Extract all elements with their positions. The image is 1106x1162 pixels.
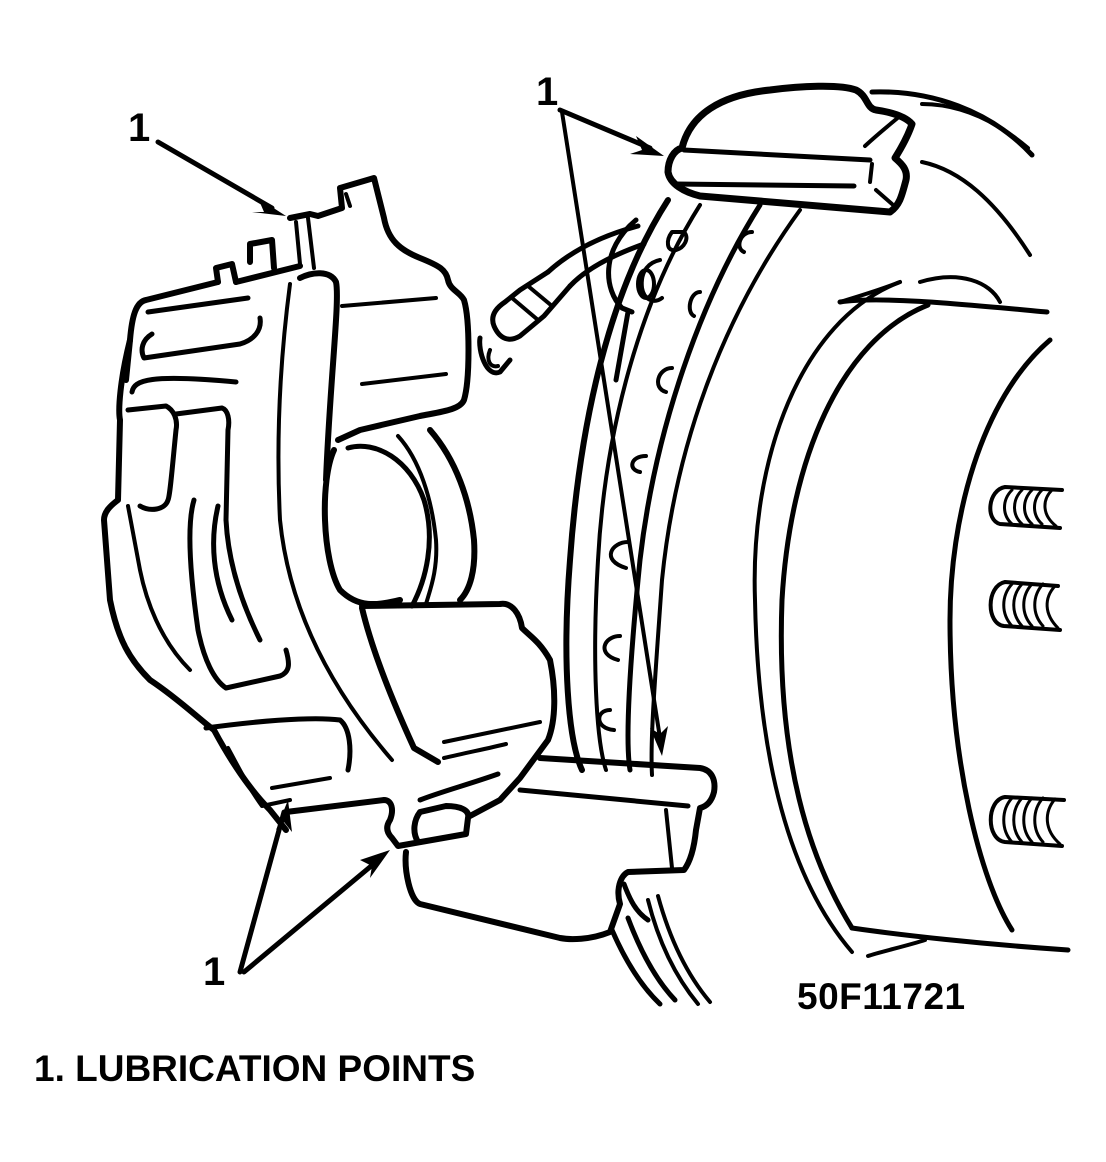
arrowhead-bottom-left-b	[360, 850, 390, 878]
brake-hose	[477, 223, 647, 376]
figure-code: 50F11721	[797, 976, 966, 1017]
legend: 1. LUBRICATION POINTS	[34, 1050, 475, 1087]
callout-number-bottom-left: 1	[203, 950, 226, 994]
wheel-stud-lower	[988, 582, 1066, 848]
legend-item-1: 1. LUBRICATION POINTS	[34, 1048, 476, 1089]
rotor-hub	[752, 89, 1071, 958]
callout-number-top-left: 1	[128, 106, 151, 150]
lower-brake-pad	[402, 755, 718, 1007]
callout-number-top-right: 1	[536, 70, 559, 114]
arrowhead-top-right-b	[650, 726, 668, 756]
leader-line-top-right-b	[560, 110, 662, 740]
leader-line-top-left	[155, 139, 275, 211]
wheel-stud-upper	[988, 485, 1064, 632]
leader-line-bottom-left-b	[241, 859, 379, 975]
caliper-body	[101, 175, 558, 849]
arrowhead-bottom-left-a	[276, 800, 292, 832]
leader-line-bottom-left-a	[237, 809, 287, 975]
upper-brake-pad	[664, 82, 916, 216]
arrowhead-top-left	[252, 198, 286, 216]
callout-leaders	[155, 107, 668, 975]
leader-line-top-right-a	[557, 107, 653, 151]
arrowhead-top-right-a	[630, 136, 664, 156]
rotor-rim	[563, 197, 802, 777]
